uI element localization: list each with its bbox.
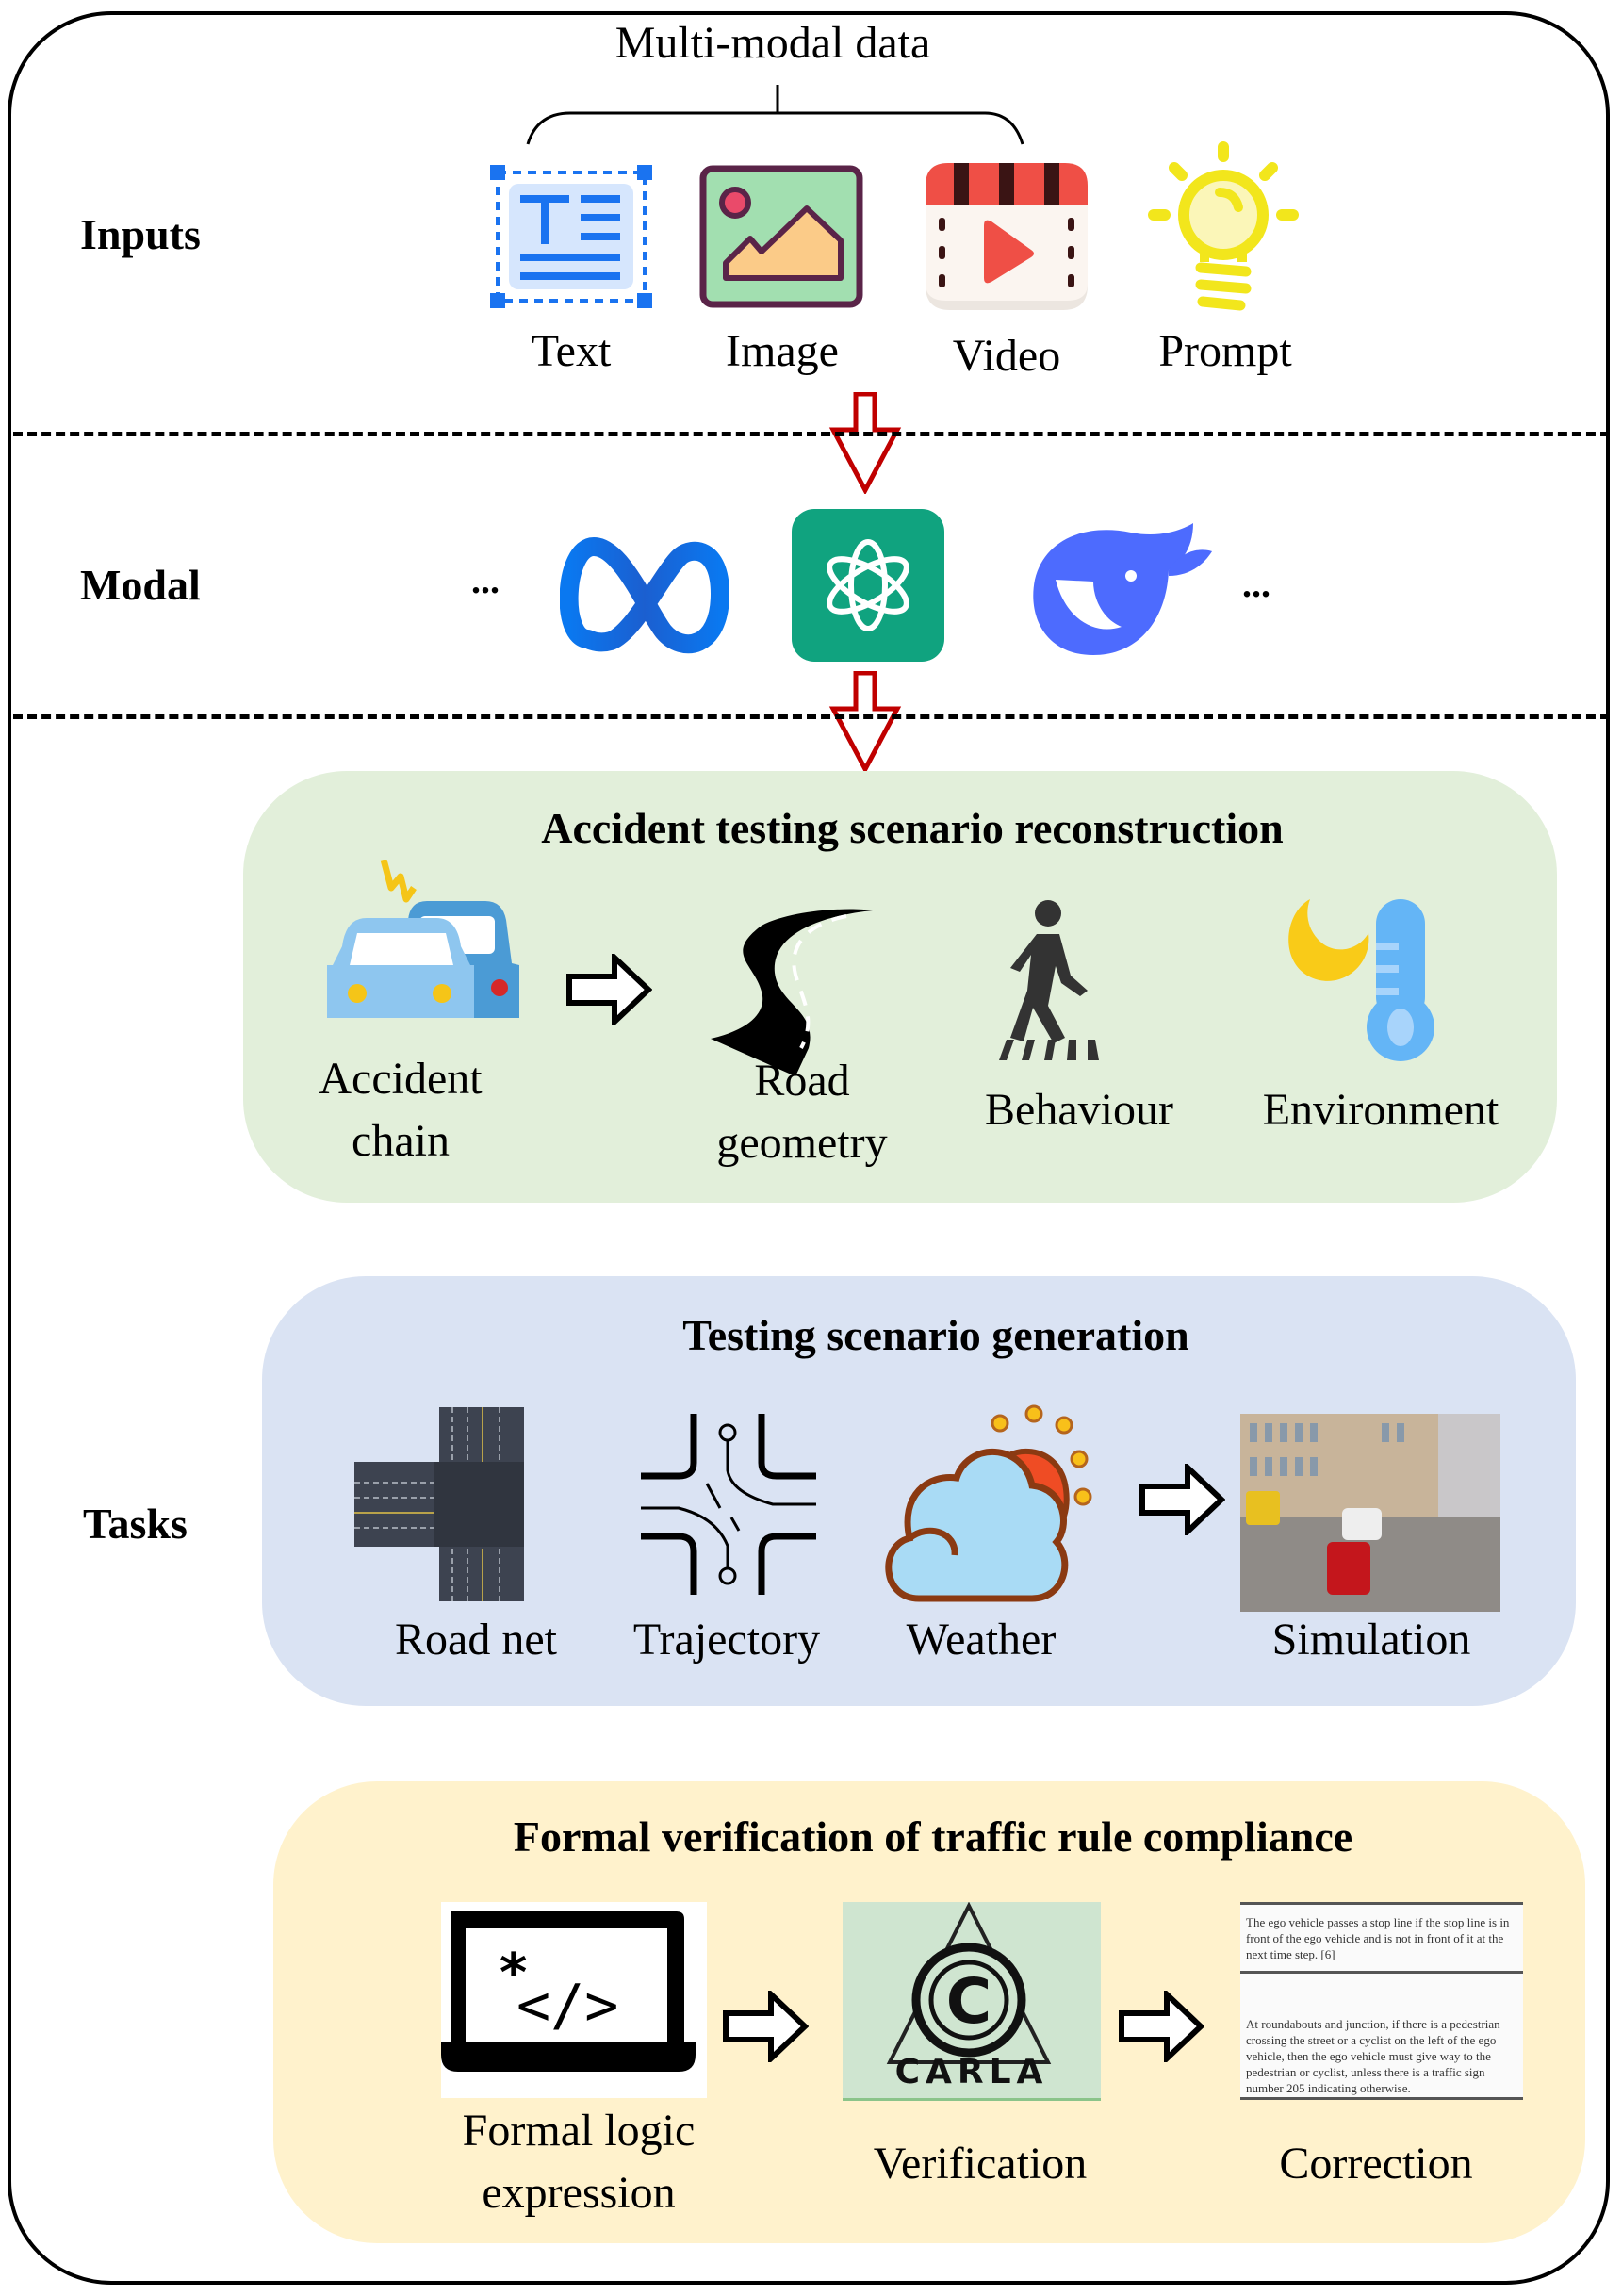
task-label-environment: Environment: [1262, 1085, 1499, 1135]
rule-separator: [1240, 1971, 1523, 1974]
label-line: expression: [482, 2168, 676, 2218]
right-arrow-icon: [723, 1991, 809, 2062]
down-arrow-icon: [828, 671, 902, 773]
label-line: geometry: [716, 1118, 888, 1168]
simulation-screenshot: [1240, 1414, 1500, 1612]
down-arrow-icon: [828, 392, 902, 494]
rule-document: The ego vehicle passes a stop line if th…: [1240, 1902, 1523, 2100]
rule-1: The ego vehicle passes a stop line if th…: [1246, 1914, 1510, 1961]
rule-2: At roundabouts and junction, if there is…: [1246, 2017, 1500, 2095]
moon-thermometer-icon: [1288, 899, 1434, 1061]
cloud-sun-icon: [885, 1404, 1092, 1602]
task-label-formal-logic: Formal logic expression: [428, 2100, 729, 2224]
panel-title-generation: Testing scenario generation: [682, 1311, 1189, 1359]
task-label-weather: Weather: [906, 1615, 1057, 1665]
inputs-section-label: Inputs: [80, 210, 201, 258]
openai-logo-icon: [792, 509, 944, 662]
code-icon: * </>: [441, 1911, 696, 2072]
video-icon: [926, 163, 1088, 310]
text-document-icon: [490, 165, 652, 308]
svg-text:</>: </>: [516, 1973, 618, 2039]
svg-text:C: C: [946, 1965, 991, 2038]
svg-text:*: *: [500, 1943, 527, 2004]
image-icon: [699, 165, 863, 308]
code-laptop-icon: * </>: [441, 1902, 707, 2098]
trajectory-icon: [641, 1414, 816, 1595]
right-arrow-icon: [1119, 1991, 1204, 2062]
winding-road-icon: [711, 909, 873, 1076]
right-arrow-icon: [566, 954, 652, 1025]
task-label-road-geometry: Road geometry: [684, 1050, 920, 1174]
tasks-section-label: Tasks: [83, 1500, 188, 1548]
task-label-road-net: Road net: [395, 1615, 557, 1665]
panel-title-accident: Accident testing scenario reconstruction: [541, 804, 1284, 852]
panel-title-verification: Formal verification of traffic rule comp…: [513, 1812, 1353, 1861]
multimodal-data-label: Multi-modal data: [614, 18, 931, 68]
task-label-trajectory: Trajectory: [632, 1615, 821, 1665]
meta-logo-icon: [560, 536, 730, 654]
label-line: Road: [754, 1056, 850, 1106]
input-label-video: Video: [952, 331, 1061, 381]
carla-logo-icon: C CARLA: [843, 1901, 1101, 2101]
modal-section-label: Modal: [80, 561, 201, 609]
multimodal-brace: [526, 85, 1024, 145]
deepseek-whale-icon: [1033, 523, 1212, 655]
ellipsis-left: ...: [471, 559, 500, 601]
diagram-frame: [8, 11, 1610, 2285]
input-label-image: Image: [726, 326, 839, 376]
section-divider: [13, 432, 1610, 436]
task-label-simulation: Simulation: [1271, 1615, 1471, 1665]
label-line: chain: [352, 1116, 450, 1166]
task-label-correction: Correction: [1279, 2139, 1473, 2189]
task-label-accident-chain: Accident chain: [283, 1048, 518, 1173]
pedestrian-crossing-icon: [999, 900, 1099, 1060]
section-divider: [13, 714, 1610, 719]
task-label-verification: Verification: [873, 2139, 1088, 2189]
car-crash-icon: [327, 860, 519, 1018]
right-arrow-icon: [1139, 1464, 1225, 1535]
label-line: Accident: [319, 1054, 483, 1104]
task-label-behaviour: Behaviour: [985, 1085, 1173, 1135]
ellipsis-right: ...: [1242, 563, 1270, 605]
lightbulb-icon: [1148, 141, 1299, 311]
input-label-prompt: Prompt: [1158, 326, 1292, 376]
label-line: Formal logic: [462, 2106, 696, 2156]
carla-logo-text: CARLA: [894, 2053, 1049, 2091]
road-network-icon: [354, 1407, 524, 1601]
input-label-text: Text: [531, 326, 612, 376]
carla-emblem-icon: C: [886, 1901, 1052, 2064]
